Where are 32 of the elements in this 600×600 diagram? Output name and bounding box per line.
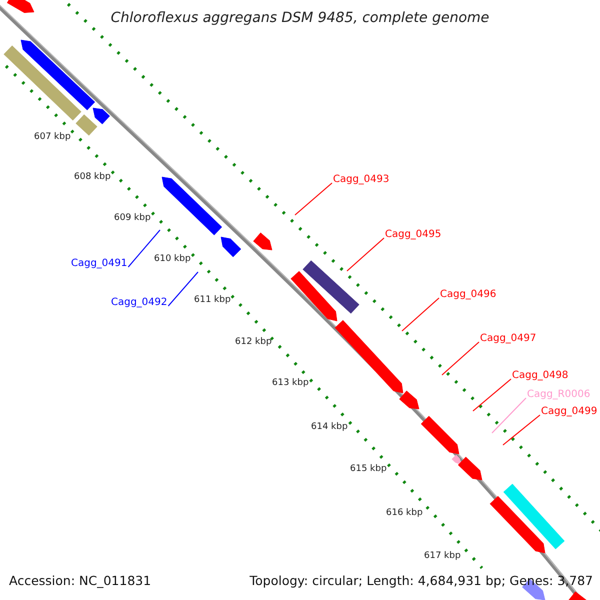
tick-label: 612 kbp xyxy=(235,338,272,347)
genome-summary-text: Topology: circular; Length: 4,684,931 bp; Genes: 3,787 xyxy=(250,575,593,588)
tick-label: 615 kbp xyxy=(350,465,387,474)
gene-label: Cagg_0496 xyxy=(440,290,496,300)
gene-label: Cagg_0495 xyxy=(385,230,442,240)
leader-line xyxy=(128,230,160,268)
tick-label: 609 kbp xyxy=(114,214,151,223)
tick-label: 614 kbp xyxy=(311,423,348,432)
gene-label: Cagg_0492 xyxy=(111,298,168,308)
accession-text: Accession: NC_011831 xyxy=(9,575,152,588)
gene-label: Cagg_0497 xyxy=(480,334,536,344)
gene-label: Cagg_0491 xyxy=(71,259,128,269)
gene-label: Cagg_0493 xyxy=(333,175,390,185)
leader-line xyxy=(502,414,540,446)
tick-label: 611 kbp xyxy=(194,296,231,305)
leader-line xyxy=(492,398,526,434)
leader-line xyxy=(402,298,440,332)
leader-line xyxy=(168,272,198,306)
leader-line xyxy=(472,378,512,412)
diagram-title: Chloroflexus aggregans DSM 9485, complete genome xyxy=(110,11,490,25)
tick-label: 608 kbp xyxy=(74,173,111,182)
gene-label: Cagg_0499 xyxy=(541,407,598,417)
tick-label: 607 kbp xyxy=(34,133,71,142)
tick-label: 617 kbp xyxy=(424,552,461,561)
leader-line xyxy=(346,238,384,272)
leader-line xyxy=(442,342,480,376)
tick-label: 616 kbp xyxy=(386,509,423,518)
tick-label: 613 kbp xyxy=(272,379,309,388)
gene-label: Cagg_0498 xyxy=(512,371,568,381)
leader-line xyxy=(294,182,332,216)
tick-label: 610 kbp xyxy=(154,255,191,264)
gene-label: Cagg_R0006 xyxy=(527,390,590,400)
